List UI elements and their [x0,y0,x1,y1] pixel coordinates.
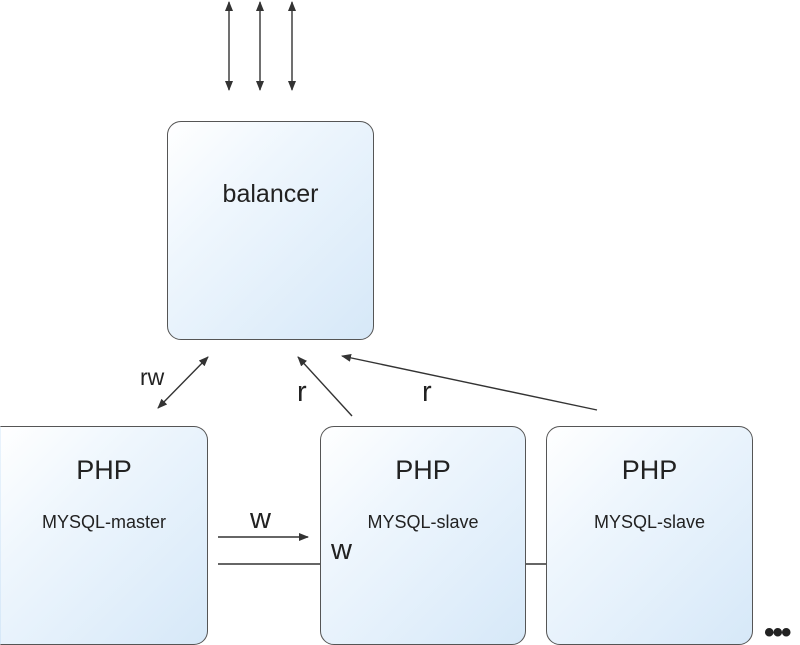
balancer-label: balancer [222,180,319,208]
rw-arrow [157,356,209,409]
slave2-php-label: PHP [621,455,678,485]
w-edge-label-slave1: w [250,503,271,535]
r-edge-label-slave2: r [422,376,432,408]
slave1-php-label: PHP [395,455,451,485]
r-edge-label-slave1: r [297,376,307,408]
slave-node-2: PHP MYSQL-slave [546,426,753,645]
master-db-label: MYSQL-master [41,512,167,532]
more-nodes-ellipsis: ••• [764,616,791,645]
r-arrow-slave2 [341,353,598,411]
slave1-db-label: MYSQL-slave [367,512,479,532]
w-edge-label-slave2: w [331,534,352,566]
master-php-label: PHP [76,455,132,485]
slave-node-1: PHP MYSQL-slave [320,426,526,645]
balancer-node: balancer [167,121,374,340]
master-node: PHP MYSQL-master [0,426,208,645]
slave2-db-label: MYSQL-slave [593,512,706,532]
rw-edge-label: rw [140,364,165,390]
